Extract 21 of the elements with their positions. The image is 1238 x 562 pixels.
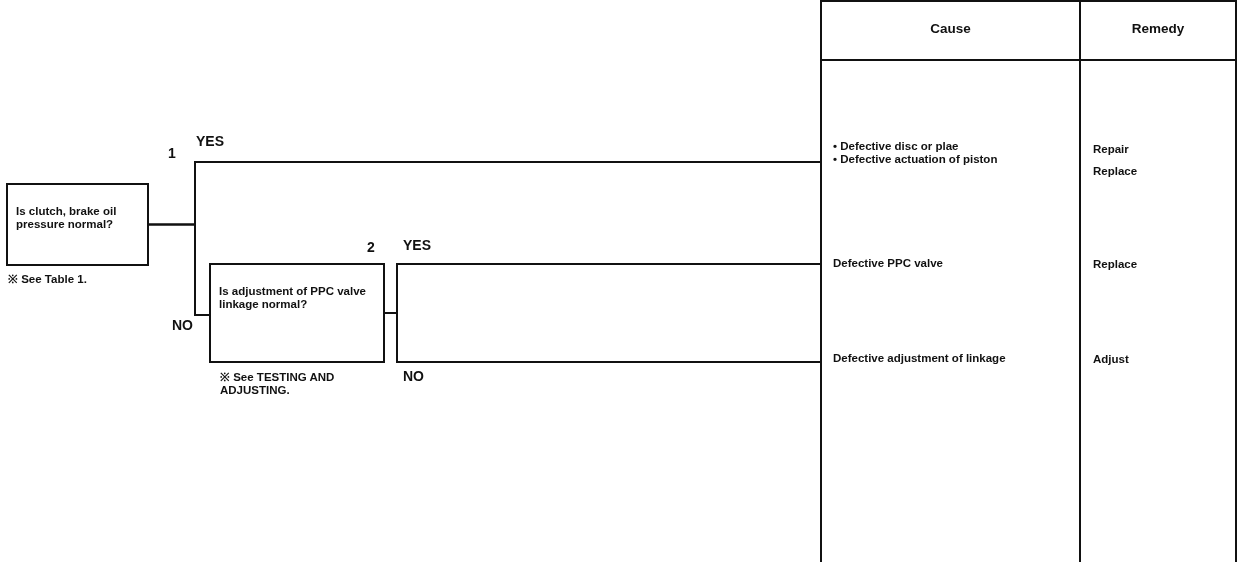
decision-box: Is adjustment of PPC valve linkage normal? xyxy=(209,263,385,363)
edge-label: YES xyxy=(196,134,224,150)
connector-line xyxy=(148,223,210,316)
cause-text: Defective PPC valve xyxy=(821,257,1071,273)
column-header: Remedy xyxy=(1130,22,1186,37)
remedy-text: Adjust xyxy=(1093,353,1130,366)
remedy-text: Repair xyxy=(1093,143,1130,156)
cause-text: • Defective disc or plae xyxy=(833,140,960,153)
decision-box: Is clutch, brake oil pressure normal? xyxy=(6,183,149,266)
edge-label: NO xyxy=(172,318,193,334)
cause-text: Defective adjustment of linkage xyxy=(821,352,1071,382)
remedy-text: Replace xyxy=(1093,165,1139,178)
edge-label: YES xyxy=(403,238,431,254)
step-number: 1 xyxy=(168,146,177,162)
step-number: 2 xyxy=(367,240,376,256)
note-text: ※ See Table 1. xyxy=(8,273,88,286)
edge-label: NO xyxy=(403,369,424,385)
note-text: ※ See TESTING AND ADJUSTING. xyxy=(220,371,336,397)
cause-text: • Defective actuation of piston xyxy=(833,152,999,166)
column-header: Cause xyxy=(929,22,972,37)
remedy-text: Replace xyxy=(1093,258,1139,271)
